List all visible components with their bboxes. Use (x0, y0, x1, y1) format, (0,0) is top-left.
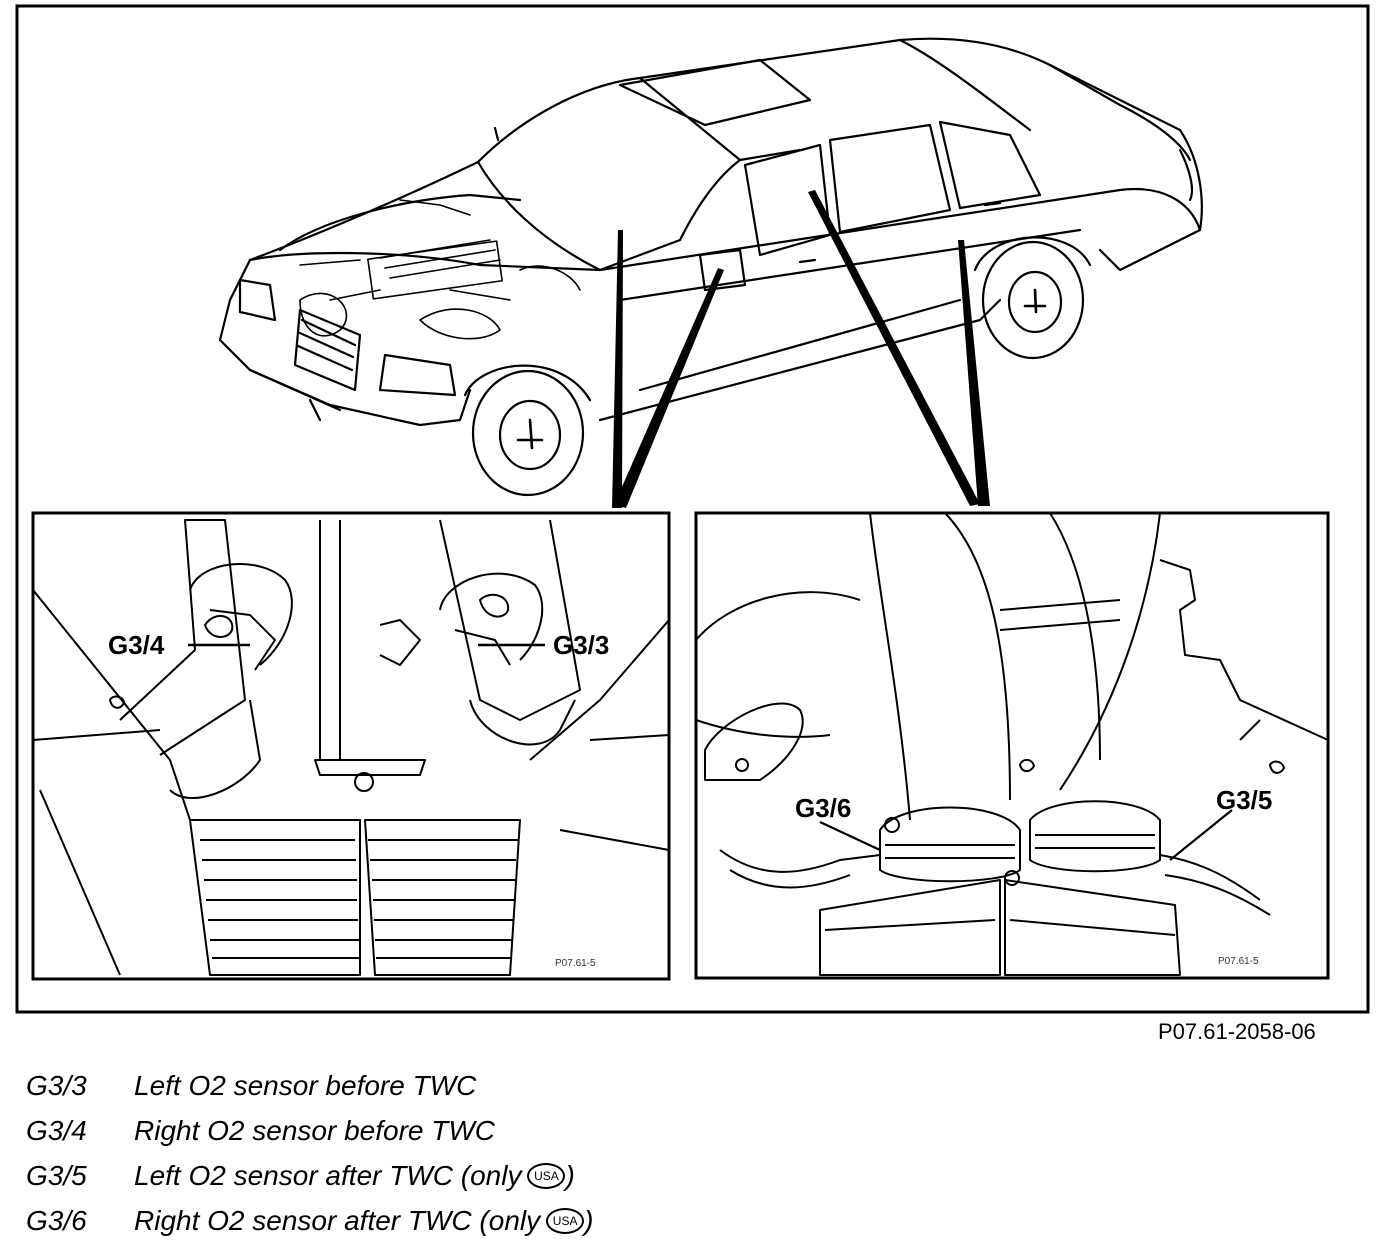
legend-row: G3/4 Right O2 sensor before TWC (26, 1108, 593, 1153)
usa-badge-icon: USA (527, 1162, 566, 1189)
callout-g3-4: G3/4 (108, 630, 165, 660)
legend-code: G3/5 (26, 1159, 87, 1191)
legend-row: G3/3 Left O2 sensor before TWC (26, 1063, 593, 1108)
right-detail-panel: P07.61-5 (694, 511, 1330, 980)
legend-description: Left O2 sensor before TWC (134, 1069, 477, 1101)
legend-description: Right O2 sensor before TWC (134, 1114, 496, 1146)
callout-g3-5: G3/5 (1216, 785, 1273, 815)
legend-description: Left O2 sensor after TWC (only (134, 1159, 522, 1191)
legend-suffix: ) (584, 1204, 594, 1236)
car-illustration (218, 37, 1203, 497)
legend: G3/3 Left O2 sensor before TWC G3/4 Righ… (26, 1063, 593, 1243)
callout-g3-6: G3/6 (795, 793, 852, 823)
leader-g35 (1169, 809, 1233, 861)
outer-frame (15, 4, 1370, 1014)
legend-row: G3/6 Right O2 sensor after TWC (only USA… (26, 1198, 593, 1243)
legend-description: Right O2 sensor after TWC (only (134, 1204, 541, 1236)
legend-suffix: ) (565, 1159, 575, 1191)
figure-reference-code: P07.61-2058-06 (1158, 1019, 1316, 1044)
legend-code: G3/3 (26, 1069, 87, 1101)
svg-text:P07.61-5: P07.61-5 (1218, 956, 1259, 967)
svg-text:P07.61-5: P07.61-5 (555, 958, 596, 969)
legend-code: G3/6 (26, 1204, 87, 1236)
leader-g36 (819, 821, 881, 851)
legend-code: G3/4 (26, 1114, 87, 1146)
usa-badge-icon: USA (546, 1207, 585, 1234)
legend-row: G3/5 Left O2 sensor after TWC (only USA … (26, 1153, 593, 1198)
pointer-wedges (612, 190, 990, 508)
callout-g3-3: G3/3 (553, 630, 610, 660)
left-detail-panel: P07.61-5 (31, 511, 671, 981)
diagram-figure: P07.61-5 (15, 4, 1370, 1014)
